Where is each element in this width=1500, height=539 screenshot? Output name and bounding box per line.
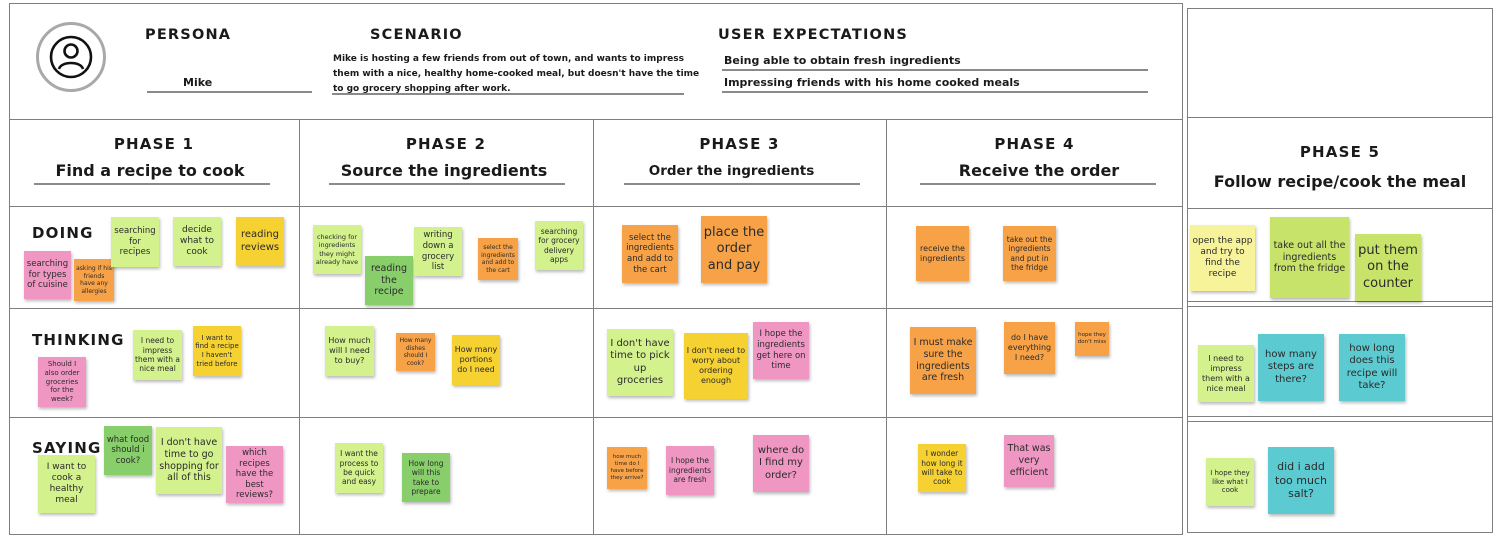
sticky-note[interactable]: I hope the ingredients get here on time [753,322,809,379]
p5-divider-top [1187,117,1493,118]
sticky-note[interactable]: decide what to cook [173,217,221,266]
col-divider-1 [299,119,300,535]
sticky-note[interactable]: I hope the ingredients are fresh [666,446,714,495]
phase-4-title: Receive the order [958,161,1120,180]
row-label-saying: SAYING [32,439,102,457]
sticky-note[interactable]: asking if his friends have any allergies [74,259,114,301]
phase-2-title: Source the ingredients [340,161,548,180]
sticky-note[interactable]: where do I find my order? [753,435,809,492]
sticky-note[interactable]: what food should i cook? [104,426,152,475]
user-icon [49,35,93,79]
scenario-label: SCENARIO [370,27,463,43]
col-divider-2 [593,119,594,535]
sticky-note[interactable]: select the ingredients and add to the ca… [478,238,518,280]
sticky-note[interactable]: How long will this take to prepare [402,453,450,502]
expectation-2-underline [722,91,1148,93]
sticky-note[interactable]: take out the ingredients and put in the … [1003,226,1056,281]
phase-5-number: PHASE 5 [1299,143,1381,161]
phase-3-title: Order the ingredients [648,163,815,179]
sticky-note[interactable]: did i add too much salt? [1268,447,1334,514]
sticky-note[interactable]: select the ingredients and add to the ca… [622,225,678,283]
row-label-thinking: THINKING [32,331,125,349]
row-divider-thinking [9,417,1183,418]
sticky-note[interactable]: searching for grocery delivery apps [535,221,583,270]
sticky-note[interactable]: writing down a grocery list [414,227,462,276]
sticky-note[interactable]: searching for recipes [111,217,159,267]
phase-1-number: PHASE 1 [113,135,195,153]
sticky-note[interactable]: I don't need to worry about ordering eno… [684,333,748,399]
sticky-note[interactable]: That was very efficient [1004,435,1054,487]
col-divider-3 [886,119,887,535]
persona-label: PERSONA [145,27,232,43]
main-board-frame [9,3,1183,535]
sticky-note[interactable]: How much will I need to buy? [325,326,374,376]
p5-divider-phase [1187,208,1493,209]
expectation-1-underline [722,69,1148,71]
sticky-note[interactable]: take out all the ingredients from the fr… [1270,217,1349,298]
expectation-1: Being able to obtain fresh ingredients [724,54,961,67]
expectations-label: USER EXPECTATIONS [718,27,909,43]
phase-4-number: PHASE 4 [994,135,1075,153]
phase-1-title: Find a recipe to cook [55,161,245,180]
sticky-note[interactable]: I must make sure the ingredients are fre… [910,327,976,394]
persona-name: Mike [183,76,213,89]
sticky-note[interactable]: open the app and try to find the recipe [1190,225,1255,291]
sticky-note[interactable]: How many portions do I need [452,335,500,385]
expectation-2: Impressing friends with his home cooked … [724,76,1020,89]
phase-3-number: PHASE 3 [699,135,780,153]
p5-divider-doing-b [1187,306,1493,307]
sticky-note[interactable]: I want to find a recipe I haven't tried … [193,326,241,376]
p5-divider-doing-a [1187,301,1493,302]
sticky-note[interactable]: How many dishes should I cook? [396,333,435,371]
phase-2-number: PHASE 2 [405,135,487,153]
phase-4-underline [920,183,1156,185]
persona-underline [147,91,312,93]
sticky-note[interactable]: searching for types of cuisine [24,251,71,299]
sticky-note[interactable]: I don't have time to pick up groceries [607,329,673,396]
sticky-note[interactable]: hope they don't miss [1075,322,1109,356]
row-label-doing: DOING [32,224,94,242]
sticky-note[interactable]: I want the process to be quick and easy [335,443,383,493]
sticky-note[interactable]: I don't have time to go shopping for all… [156,427,222,494]
sticky-note[interactable]: how many steps are there? [1258,334,1324,401]
phase-1-underline [34,183,270,185]
scenario-underline [332,93,684,95]
sticky-note[interactable]: place the order and pay [701,216,767,283]
row-divider-phase [9,206,1183,207]
p5-divider-thinking-b [1187,421,1493,422]
sticky-note[interactable]: checking for ingredients they might alre… [313,225,361,274]
sticky-note[interactable]: put them on the counter [1355,234,1421,301]
sticky-note[interactable]: I need to impress them with a nice meal [1198,345,1254,402]
avatar [36,22,106,92]
sticky-note[interactable]: I want to cook a healthy meal [38,455,95,513]
sticky-note[interactable]: which recipes have the best reviews? [226,446,283,503]
phase-3-underline [624,183,860,185]
row-divider-doing [9,308,1183,309]
phase-2-underline [329,183,565,185]
sticky-note[interactable]: I need to impress them with a nice meal [133,330,182,380]
sticky-note[interactable]: how long does this recipe will take? [1339,334,1405,401]
sticky-note[interactable]: reading reviews [236,217,284,266]
sticky-note[interactable]: I hope they like what I cook [1206,458,1254,506]
sticky-note[interactable]: reading the recipe [365,256,413,305]
header-divider [9,119,1183,120]
sticky-note[interactable]: receive the ingredients [916,226,969,281]
p5-divider-thinking-a [1187,416,1493,417]
scenario-text: Mike is hosting a few friends from out o… [333,54,700,94]
sticky-note[interactable]: I wonder how long it will take to cook [918,444,966,492]
phase-5-title: Follow recipe/cook the meal [1213,172,1467,191]
sticky-note[interactable]: Should I also order groceries for the we… [38,357,86,407]
sticky-note[interactable]: do I have everything I need? [1004,322,1055,374]
sticky-note[interactable]: how much time do I have before they arri… [607,447,647,489]
phase5-board-frame [1187,8,1493,533]
